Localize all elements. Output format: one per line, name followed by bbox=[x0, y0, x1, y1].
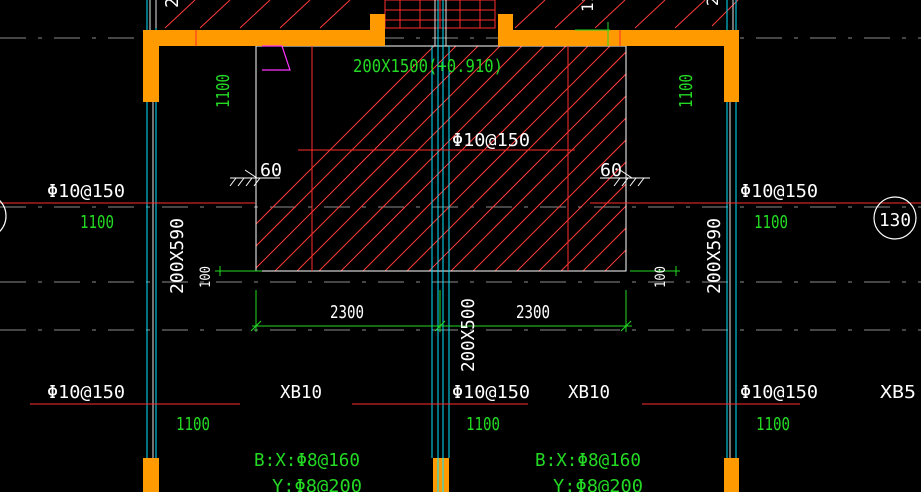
reinf-y-right: Y:Φ8@200 bbox=[553, 476, 643, 492]
dim-left-label: 2300 bbox=[330, 302, 364, 323]
hatch-line bbox=[318, 46, 545, 271]
hatch-line bbox=[362, 46, 589, 271]
slab-xb10-right: XB10 bbox=[568, 382, 610, 403]
beam-lines bbox=[146, 0, 737, 492]
hatch-line bbox=[582, 227, 626, 271]
anchor-symbol-left bbox=[229, 169, 280, 187]
edge-top-right: 2 bbox=[703, 0, 722, 6]
small-left-label: 100 bbox=[198, 266, 214, 288]
rebar-left-label: Φ10@150 bbox=[47, 181, 125, 202]
rebar-slab-label: Φ10@150 bbox=[452, 130, 530, 151]
offset-left-label: 60 bbox=[260, 160, 282, 181]
rebar-lines bbox=[0, 30, 921, 405]
reinf-x-left: B:X:Φ8@160 bbox=[254, 450, 360, 471]
hatch-line bbox=[256, 46, 457, 247]
beam-center-label: 200X500 bbox=[458, 298, 479, 372]
dim-right-label: 2300 bbox=[516, 302, 550, 323]
beam-top-label: 200X1500(+0.910) bbox=[353, 56, 503, 77]
structure-lines bbox=[149, 0, 734, 458]
hatch-line bbox=[256, 46, 435, 225]
hatch-line bbox=[538, 183, 626, 271]
rebar-bottom-left-label: Φ10@150 bbox=[47, 382, 125, 403]
hatch-line bbox=[494, 139, 626, 271]
magenta-mark bbox=[262, 45, 291, 71]
slab-outline bbox=[255, 45, 627, 272]
edge-top-left: 2 bbox=[162, 0, 183, 8]
upper-hatch bbox=[164, 0, 739, 29]
len-right-upper: 1100 bbox=[676, 74, 697, 108]
anchor-symbol-right bbox=[600, 169, 650, 187]
wall-bottom-left bbox=[143, 458, 159, 492]
dimension-lines bbox=[215, 22, 680, 332]
hatch-line bbox=[450, 95, 626, 271]
axis-bubble-edge bbox=[0, 200, 7, 232]
hatch-line bbox=[472, 117, 626, 271]
slab-hatch bbox=[256, 46, 626, 271]
hatch-line bbox=[274, 46, 501, 271]
rebar-right-label: Φ10@150 bbox=[740, 181, 818, 202]
axis-grid bbox=[0, 37, 921, 331]
hatch-line bbox=[256, 46, 479, 269]
beam-right-label: 200X590 bbox=[704, 218, 725, 294]
beam-left-label: 200X590 bbox=[167, 218, 188, 294]
rebar-bottom-mid-label: Φ10@150 bbox=[452, 382, 530, 403]
wall-right-post bbox=[724, 30, 739, 102]
rebar-bottom-right-label: Φ10@150 bbox=[740, 382, 818, 403]
hatch-line bbox=[560, 205, 626, 271]
hatch-line bbox=[296, 46, 523, 271]
small-right-label: 100 bbox=[653, 266, 669, 288]
len-left-upper: 1100 bbox=[213, 74, 234, 108]
reinf-x-right: B:X:Φ8@160 bbox=[535, 450, 641, 471]
walls bbox=[143, 14, 739, 492]
slab-xb10-left: XB10 bbox=[280, 382, 322, 403]
hatch-line bbox=[384, 46, 611, 271]
wall-top-left bbox=[143, 30, 385, 46]
wall-bottom-right bbox=[724, 458, 739, 492]
axis-bubble-130 bbox=[873, 196, 917, 240]
reinf-y-left: Y:Φ8@200 bbox=[272, 476, 362, 492]
hatch-line bbox=[516, 161, 626, 271]
slab-xb5: XB5 bbox=[880, 382, 916, 403]
len-left-mid: 1100 bbox=[80, 212, 114, 233]
hatch-line bbox=[340, 46, 567, 271]
edge-top-mid: 11 bbox=[578, 0, 597, 12]
hatch-line bbox=[428, 73, 626, 271]
len-bottom-mid: 1100 bbox=[466, 414, 500, 435]
len-bottom-left: 1100 bbox=[176, 414, 210, 435]
axis-130-label: 130 bbox=[879, 210, 911, 231]
wall-bottom-mid bbox=[433, 458, 449, 492]
wall-top-right bbox=[498, 30, 738, 46]
wall-top-left-stub bbox=[370, 14, 385, 46]
len-right-mid: 1100 bbox=[754, 212, 788, 233]
offset-right-label: 60 bbox=[600, 160, 622, 181]
len-bottom-right: 1100 bbox=[756, 414, 790, 435]
wall-left-post bbox=[143, 30, 159, 102]
wall-top-right-stub bbox=[498, 14, 513, 46]
